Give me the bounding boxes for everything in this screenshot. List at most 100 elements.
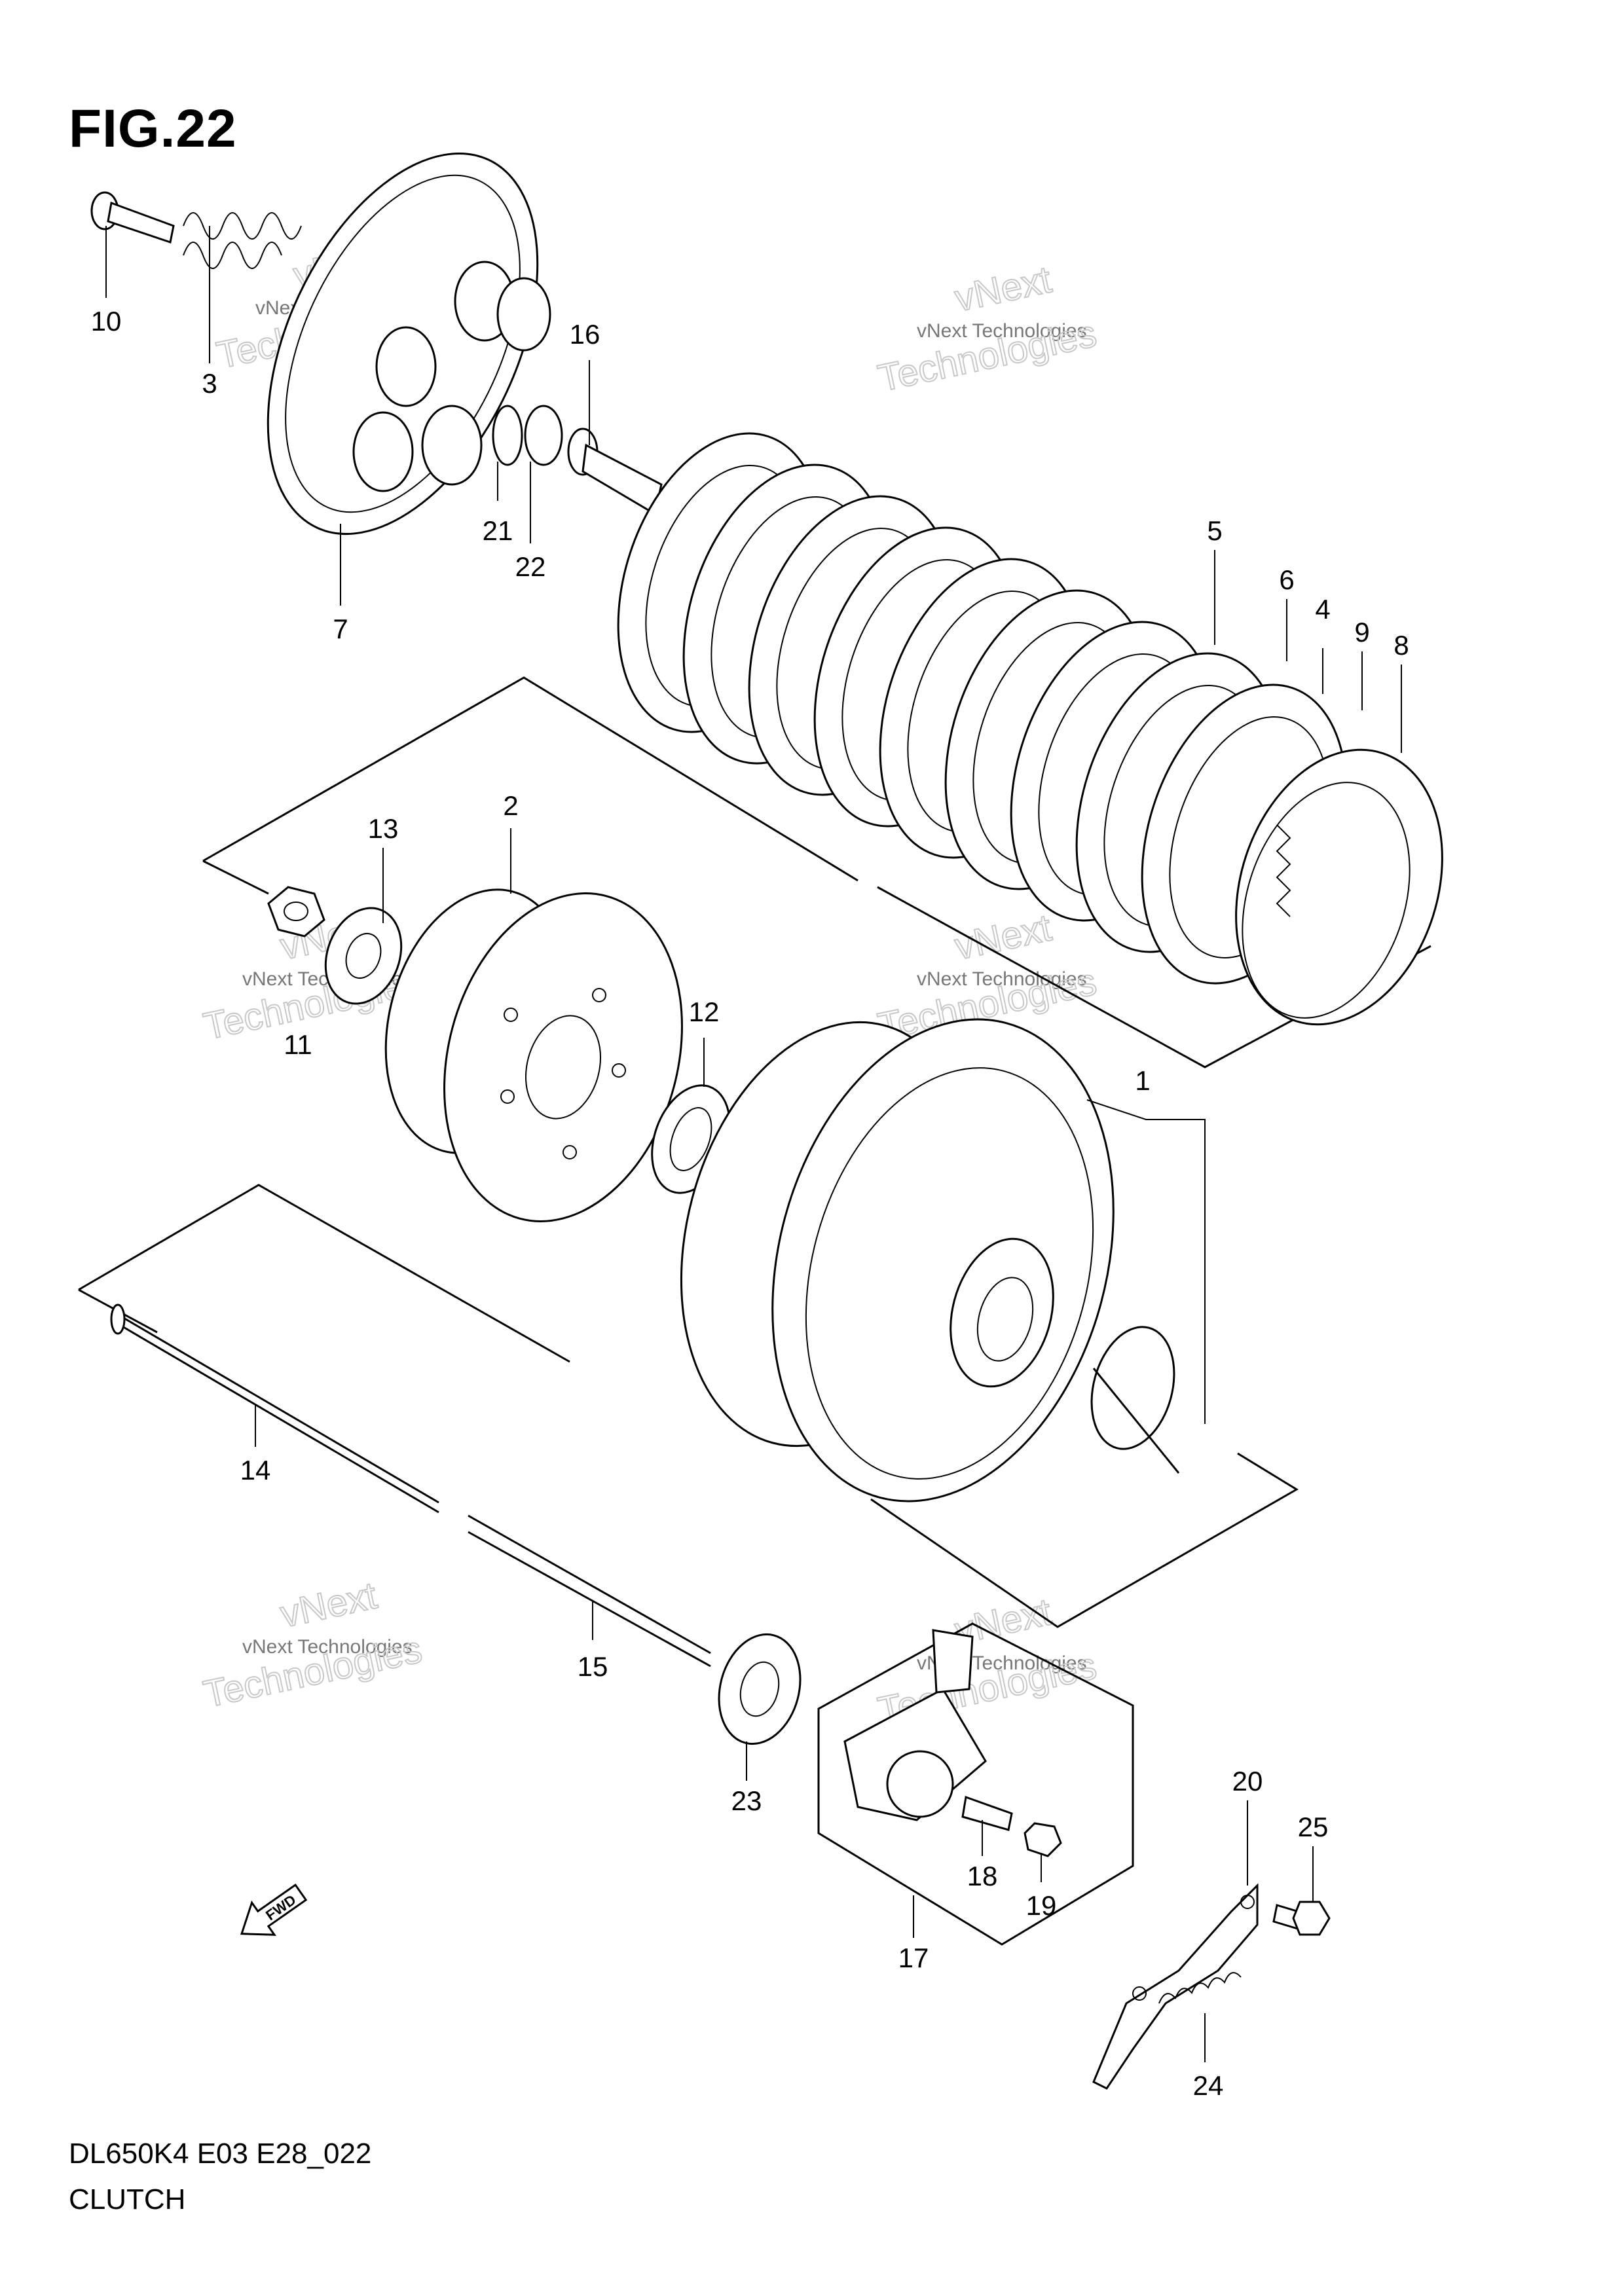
callout-23: 23 [731, 1785, 762, 1816]
cushion-ring-inner [1242, 782, 1411, 1019]
callout-18: 18 [967, 1861, 998, 1891]
hub-group-frame-right [870, 1452, 1299, 1628]
watermark-top-center: vNext Technologies vNext Technologies [874, 257, 1101, 400]
hub-nut-and-washer [267, 886, 403, 1005]
spacer-sleeve [1090, 1326, 1175, 1450]
callout-3: 3 [202, 368, 217, 399]
bracket-bolt-head [1292, 1901, 1331, 1936]
clutch-push-pin [468, 1514, 711, 1654]
callout-19: 19 [1026, 1890, 1057, 1921]
figure-title: FIG.22 [69, 99, 237, 158]
watermark-small-text: vNext Technologies [917, 320, 1087, 342]
spring-boss [352, 411, 414, 492]
housing-bore [976, 1277, 1034, 1362]
fwd-arrow-icon [240, 1884, 308, 1936]
primary-driven-gear-assembly [680, 1018, 1180, 1503]
clutch-hub-nut [267, 886, 325, 938]
callout-13: 13 [368, 813, 399, 844]
hub-hole [500, 1089, 515, 1104]
cushion-ring-wave [1276, 824, 1291, 917]
callout-9: 9 [1354, 617, 1369, 647]
clutch-push-rod [114, 1311, 439, 1504]
watermark-low-left: vNext Technologies vNext Technologies [199, 1573, 426, 1716]
figure-name: CLUTCH [69, 2183, 186, 2215]
spacer-sleeve-edge [1092, 1368, 1180, 1474]
washer [492, 405, 523, 466]
hub-bore [525, 1015, 602, 1120]
driven-gear-teeth [805, 1067, 1094, 1480]
thrust-washer-bore [669, 1107, 712, 1171]
hub-group-frame-left [78, 1184, 570, 1363]
oil-seal [718, 1633, 802, 1745]
spring-boss [421, 405, 483, 486]
arm-hole [1132, 1986, 1147, 2001]
release-arm-bracket [1092, 1883, 1331, 2090]
release-cylinder-frame [817, 1622, 1134, 1946]
cushion-ring-assembly [1235, 748, 1443, 1026]
hub-hole [612, 1063, 626, 1078]
oil-seal-bore [739, 1661, 780, 1717]
cushion-ring-outer [1235, 748, 1443, 1026]
hub-hole [563, 1145, 577, 1159]
watermark-big-text: vNext [276, 1574, 380, 1635]
bleeder-nut [1024, 1822, 1062, 1857]
callout-5: 5 [1207, 515, 1222, 546]
spring-boss [496, 277, 551, 352]
push-piece-shaft [581, 443, 663, 516]
leader-lines [105, 226, 1402, 2062]
clutch-push-pin-edge [468, 1531, 711, 1667]
leader-line-1 [1086, 1099, 1206, 1424]
clutch-spring-coils [183, 242, 282, 269]
callout-22: 22 [515, 551, 546, 582]
callout-21: 21 [483, 515, 513, 546]
callout-17: 17 [898, 1942, 929, 1973]
callout-labels: 1 2 3 4 5 6 7 8 9 10 11 12 13 14 15 16 1… [91, 306, 1409, 2101]
callout-4: 4 [1315, 594, 1330, 625]
release-arm-plate [1092, 1883, 1259, 2090]
callout-25: 25 [1298, 1812, 1329, 1842]
pressure-bolt-and-spring [90, 191, 302, 269]
clutch-sleeve-hub [384, 888, 683, 1222]
watermark-big-text: vNext [951, 258, 1055, 319]
housing-center-boss [950, 1237, 1054, 1388]
thrust-bearing [524, 405, 563, 466]
watermark-small-text: vNext Technologies [242, 1636, 413, 1658]
callout-11: 11 [284, 1029, 312, 1060]
plate-group-frame-left-tick [202, 860, 269, 895]
assembly-boundaries [78, 676, 1431, 1946]
release-cylinder-bracket [932, 1629, 974, 1694]
plate-group-frame-left [202, 676, 858, 882]
figure-code: DL650K4 E03 E28_022 [69, 2138, 372, 2170]
bleeder-bolt [961, 1795, 1013, 1831]
release-bearing-parts [492, 405, 663, 516]
nut-bore [284, 902, 308, 921]
clutch-push-rod-edge [120, 1324, 439, 1514]
callout-20: 20 [1232, 1766, 1263, 1796]
hub-hole [592, 988, 606, 1002]
callout-12: 12 [689, 996, 720, 1027]
callout-24: 24 [1193, 2070, 1224, 2101]
callout-7: 7 [333, 613, 348, 644]
return-spring-coils [1158, 1972, 1242, 2004]
lock-washer [324, 907, 403, 1005]
callout-16: 16 [570, 319, 600, 350]
callout-10: 10 [91, 306, 122, 337]
pressure-plate [267, 152, 551, 536]
callout-2: 2 [503, 790, 518, 821]
spring-boss [375, 326, 437, 407]
forward-direction-indicator: FWD [240, 1884, 308, 1936]
hub-face [443, 892, 683, 1222]
arm-hole [1240, 1895, 1255, 1909]
clutch-spring-coils [183, 212, 302, 240]
push-rod-end [110, 1303, 126, 1335]
clutch-release-cylinder [843, 1629, 1062, 1857]
callout-1: 1 [1135, 1065, 1150, 1096]
lock-washer-bore [345, 933, 382, 979]
callout-14: 14 [240, 1455, 271, 1485]
pressure-plate-inner-rim [285, 174, 521, 513]
callout-8: 8 [1393, 630, 1409, 661]
hub-hole [504, 1008, 518, 1022]
bolt-shank [107, 201, 175, 244]
callout-15: 15 [578, 1651, 608, 1682]
